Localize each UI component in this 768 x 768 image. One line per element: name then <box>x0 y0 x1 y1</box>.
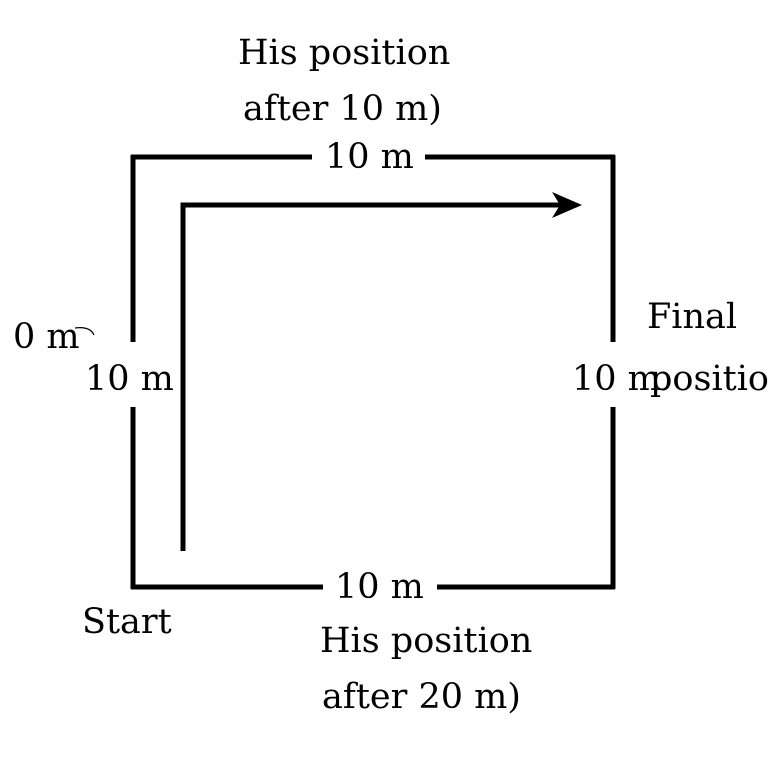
stray-mark <box>74 327 95 336</box>
bottom-position-line2: after 20 m) <box>322 677 521 717</box>
right-side-label: 10 m <box>572 359 661 399</box>
top-position-line1: His position <box>238 33 451 73</box>
final-position-line2: position <box>650 359 768 399</box>
path-arrow-line <box>180 202 560 551</box>
start-label: Start <box>82 602 172 642</box>
left-side-label: 10 m <box>85 359 174 399</box>
final-position-line1: Final <box>647 297 738 337</box>
left-partial-label: 0 m <box>13 317 80 357</box>
top-side-label: 10 m <box>325 137 414 177</box>
bottom-position-line1: His position <box>320 621 533 661</box>
arrowhead-icon <box>552 192 582 218</box>
bottom-side-label: 10 m <box>335 567 424 607</box>
top-position-line2: after 10 m) <box>243 89 442 129</box>
